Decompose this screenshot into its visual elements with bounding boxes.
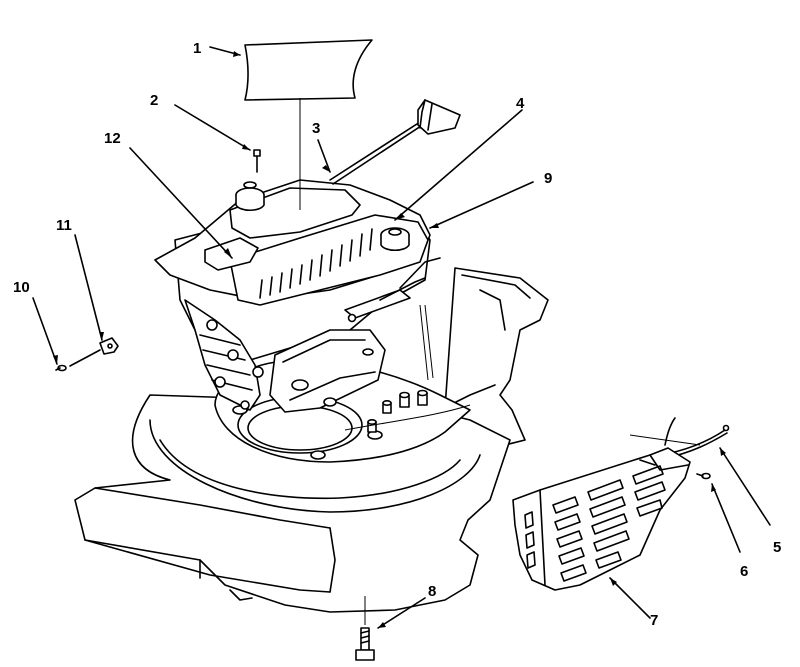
callout-9: 9 xyxy=(544,170,552,187)
leader-4 xyxy=(394,109,523,221)
screw-part-10 xyxy=(55,364,67,372)
leader-3 xyxy=(317,139,331,173)
screw-part-2 xyxy=(253,149,261,173)
control-cable-routing xyxy=(344,304,471,431)
callout-labels: 1 2 3 4 5 6 7 8 9 10 11 12 xyxy=(13,40,781,629)
leader-2 xyxy=(174,104,251,151)
shield-part xyxy=(512,447,691,591)
decal-part xyxy=(244,39,373,101)
leader-6 xyxy=(711,483,741,553)
cable-part xyxy=(629,417,730,460)
engine xyxy=(154,179,441,413)
callout-12: 12 xyxy=(104,130,121,147)
callout-10: 10 xyxy=(13,279,30,296)
leader-12 xyxy=(129,147,233,259)
callout-1: 1 xyxy=(193,40,201,57)
callout-11: 11 xyxy=(56,217,72,234)
screw-part-6 xyxy=(696,472,711,480)
callout-7: 7 xyxy=(650,612,658,629)
callout-2: 2 xyxy=(150,92,158,109)
leader-10 xyxy=(32,297,58,365)
leader-5 xyxy=(719,447,771,526)
callout-5: 5 xyxy=(773,539,781,556)
callout-6: 6 xyxy=(740,563,748,580)
leader-11 xyxy=(74,234,103,341)
leader-9 xyxy=(429,181,534,229)
leader-8 xyxy=(377,597,426,629)
shroud-vents xyxy=(259,228,373,299)
shield-slots xyxy=(524,465,666,582)
callout-3: 3 xyxy=(312,120,320,137)
bolt-part xyxy=(355,596,375,661)
callout-4: 4 xyxy=(516,95,525,112)
bracket-part xyxy=(69,337,119,367)
callout-8: 8 xyxy=(428,583,436,600)
leader-lines xyxy=(32,46,771,629)
leader-7 xyxy=(609,577,651,619)
shroud-decal xyxy=(204,237,259,271)
throttle-cable-part xyxy=(329,99,461,185)
